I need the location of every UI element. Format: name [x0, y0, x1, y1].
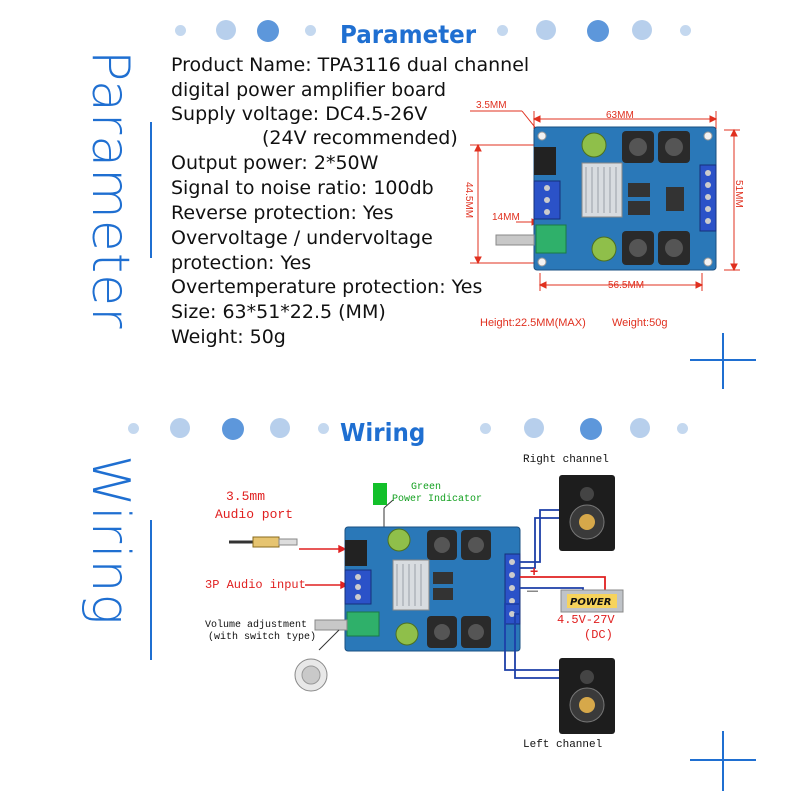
power-dc-label: (DC)	[584, 628, 613, 642]
corner-cross-bottom-v	[722, 731, 724, 791]
minus-sign: —	[527, 585, 538, 597]
right-speaker-graphic	[559, 475, 615, 551]
corner-cross-top-h	[690, 359, 756, 361]
right-channel-label: Right channel	[523, 454, 609, 466]
parameter-side-title: Parameter	[80, 50, 140, 330]
volume-label-line1: Volume adjustment	[205, 620, 308, 631]
param-size: Size: 63*51*22.5 (MM)	[171, 301, 386, 323]
dim-jack: 14MM	[492, 212, 520, 223]
param-overtemperature: Overtemperature protection: Yes	[171, 276, 483, 298]
param-output-power: Output power: 2*50W	[171, 152, 379, 174]
left-channel-label: Left channel	[523, 739, 603, 751]
wiring-section-title: Wiring	[340, 418, 426, 447]
corner-cross-bottom-h	[690, 759, 756, 761]
dim-hole: 3.5MM	[476, 100, 507, 111]
wiring-side-divider	[150, 520, 152, 660]
dim-height: 51MM	[733, 180, 744, 208]
left-speaker-graphic	[559, 658, 615, 734]
wiring-diagram	[229, 475, 624, 734]
wiring-side-title: Wiring	[80, 455, 140, 626]
green-indicator-label-line2: Power Indicator	[392, 494, 483, 505]
height-note: Height:22.5MM(MAX)	[480, 317, 586, 329]
audio-port-label: Audio port	[215, 507, 294, 522]
power-label: POWER	[570, 597, 612, 608]
audio-plug-graphic	[229, 536, 298, 548]
parameter-side-divider	[150, 122, 152, 258]
param-reverse-protection: Reverse protection: Yes	[171, 202, 394, 224]
green-indicator-label-line1: Green	[411, 482, 442, 493]
param-product-name: Product Name: TPA3116 dual channel	[171, 54, 530, 76]
volume-label-line2: (with switch type)	[208, 632, 317, 643]
power-range-label: 4.5V-27V	[557, 613, 615, 627]
dim-width: 63MM	[606, 110, 634, 121]
param-supply-note: (24V recommended)	[262, 127, 458, 149]
param-overvoltage: Overvoltage / undervoltage	[171, 227, 433, 249]
audio-input-label: 3P Audio input	[205, 578, 306, 592]
audio-port-size-label: 3.5mm	[226, 489, 266, 504]
volume-knob-graphic	[294, 658, 328, 692]
board-dimension-diagram	[470, 110, 740, 291]
weight-note: Weight:50g	[612, 317, 668, 329]
plus-sign: +	[530, 563, 539, 579]
corner-cross-top-v	[722, 333, 724, 389]
power-supply-graphic	[560, 589, 624, 613]
dim-inner-height: 44.5MM	[463, 182, 474, 219]
param-supply-voltage: Supply voltage: DC4.5-26V	[171, 103, 428, 125]
param-weight: Weight: 50g	[171, 326, 286, 348]
dim-inner-width: 56.5MM	[608, 280, 645, 291]
param-snr: Signal to noise ratio: 100db	[171, 177, 434, 199]
parameter-section-title: Parameter	[340, 20, 477, 49]
param-product-name-cont: digital power amplifier board	[171, 79, 446, 101]
param-overvoltage-cont: protection: Yes	[171, 252, 312, 274]
